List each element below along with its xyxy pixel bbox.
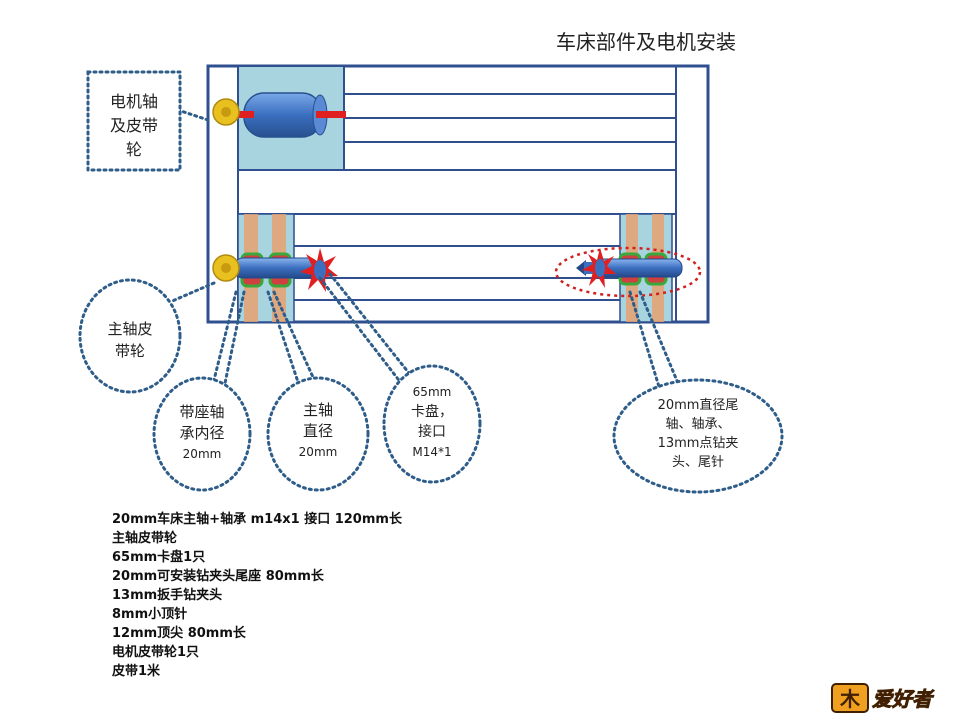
logo-text: 爱好者	[872, 687, 935, 711]
spindle-dia-bubble	[266, 376, 370, 492]
motor-shaft-left	[226, 111, 254, 118]
parts-list-item: 20mm可安装钻夹头尾座 80mm长	[112, 569, 324, 584]
chuck-icon	[300, 248, 338, 292]
bearing-bubble	[152, 376, 252, 492]
tailstock-bubble	[612, 378, 784, 494]
callout-chuck: 65mm 卡盘， 接口 M14*1	[396, 382, 468, 462]
motor-shaft-box	[86, 70, 182, 172]
brand-logo: 木 爱好者	[831, 683, 935, 713]
callout-tailstock: 20mm直径尾 轴、轴承、 13mm点钻夹 头、尾针	[630, 396, 766, 472]
parts-list-item: 皮带1米	[112, 664, 161, 679]
tailstock	[554, 213, 702, 323]
callout-line: 13mm点钻夹	[657, 436, 739, 451]
callout-line: 轴、轴承、	[665, 417, 731, 432]
callout-line: 直径	[302, 422, 333, 440]
callout-line: 65mm	[412, 385, 452, 399]
tailstock-highlight	[554, 246, 702, 298]
callout-line: 接口	[418, 424, 446, 440]
svg-text:木: 木	[839, 687, 861, 711]
parts-list-item: 8mm小顶针	[112, 607, 188, 622]
tail-star-icon	[582, 248, 616, 288]
callout-line: 主轴	[302, 401, 333, 419]
callout-spindle-pulley: 主轴皮 带轮	[92, 318, 168, 362]
spindle-pulley-icon	[212, 254, 240, 282]
parts-list-item: 12mm顶尖 80mm长	[112, 626, 246, 641]
parts-list-item: 13mm扳手钻夹头	[112, 588, 223, 603]
callout-bearing: 带座轴 承内径 20mm	[164, 402, 240, 465]
parts-list-item: 65mm卡盘1只	[112, 550, 206, 565]
callout-line: 带轮	[114, 342, 145, 360]
callout-line: 承内径	[179, 424, 225, 442]
callout-line: 头、尾针	[671, 455, 724, 470]
callout-line: 及皮带	[109, 116, 158, 135]
spindle-shaft	[233, 257, 319, 279]
parts-list-item: 20mm车床主轴+轴承 m14x1 接口 120mm长	[112, 512, 402, 527]
page-title: 车床部件及电机安装	[556, 30, 736, 54]
motor-pulley-icon	[212, 98, 240, 126]
headstock	[233, 213, 319, 323]
motor-shaft-right	[316, 111, 346, 118]
callout-motor-shaft: 电机轴 及皮带 轮	[96, 90, 172, 162]
callout-line: M14*1	[412, 445, 452, 459]
parts-list-item: 主轴皮带轮	[112, 531, 178, 546]
callout-shapes	[78, 70, 784, 494]
motor-mount	[226, 65, 346, 171]
callout-line: 20mm	[298, 445, 338, 459]
callout-line: 主轴皮	[107, 320, 153, 338]
callout-line: 带座轴	[179, 403, 225, 421]
callout-line: 轮	[125, 140, 142, 159]
callout-spindle-dia: 主轴 直径 20mm	[280, 400, 356, 463]
chuck-bubble	[382, 364, 482, 484]
callout-line: 卡盘，	[411, 404, 453, 420]
leader-lines	[168, 108, 682, 394]
parts-list: 20mm车床主轴+轴承 m14x1 接口 120mm长 主轴皮带轮 65mm卡盘…	[112, 510, 402, 681]
tail-center-tip	[576, 260, 586, 276]
parts-list-item: 电机皮带轮1只	[112, 645, 200, 660]
spindle-pulley-bubble	[78, 278, 182, 394]
callout-line: 电机轴	[109, 92, 158, 111]
motor-body	[243, 92, 323, 138]
callout-line: 20mm直径尾	[657, 398, 739, 413]
callout-line: 20mm	[182, 447, 222, 461]
